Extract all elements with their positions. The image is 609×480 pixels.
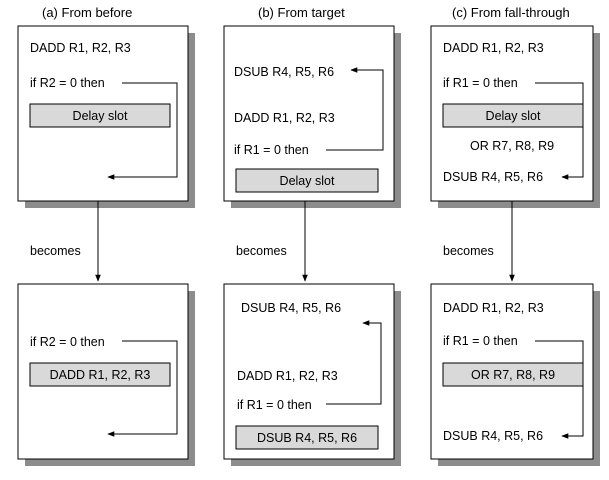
- a-bottom-line1: if R2 = 0 then: [30, 335, 105, 349]
- a-top-line1: DADD R1, R2, R3: [30, 41, 131, 55]
- header-b: (b) From target: [258, 5, 345, 20]
- b-top-delay-slot: [235, 168, 379, 193]
- header-a: (a) From before: [42, 5, 132, 20]
- c-bottom-line2: if R1 = 0 then: [443, 334, 518, 348]
- c-bottom-slot-label: OR R7, R8, R9: [471, 368, 555, 382]
- b-bottom-line1: DSUB R4, R5, R6: [241, 301, 341, 315]
- b-top-line1: DSUB R4, R5, R6: [234, 65, 334, 79]
- b-bottom-line3: if R1 = 0 then: [237, 398, 312, 412]
- panel-b-top: DSUB R4, R5, R6 DADD R1, R2, R3 if R1 = …: [223, 25, 401, 208]
- c-top-branch-arrow: [535, 82, 584, 180]
- a-becomes-label: becomes: [30, 244, 81, 258]
- a-bottom-branch-arrow: [107, 340, 178, 437]
- b-bottom-line2: DADD R1, R2, R3: [237, 369, 338, 383]
- c-top-line2: if R1 = 0 then: [443, 76, 518, 90]
- b-bottom-branch-arrow: [326, 320, 382, 405]
- c-top-line4: DSUB R4, R5, R6: [443, 170, 543, 184]
- b-top-branch-arrow: [326, 67, 384, 151]
- c-becomes-label: becomes: [443, 244, 494, 258]
- b-top-line3: if R1 = 0 then: [234, 143, 309, 157]
- c-top-line3: OR R7, R8, R9: [470, 139, 554, 153]
- a-top-delay-slot: [29, 103, 171, 128]
- a-top-branch-arrow: [107, 82, 178, 180]
- a-bottom-delay-slot: [29, 362, 171, 387]
- c-bottom-line3: DSUB R4, R5, R6: [443, 429, 543, 443]
- c-bottom-line1: DADD R1, R2, R3: [443, 301, 544, 315]
- c-bottom-branch-arrow: [535, 340, 584, 439]
- a-bottom-slot-label: DADD R1, R2, R3: [50, 368, 151, 382]
- b-bottom-delay-slot: [235, 425, 379, 450]
- a-top-line2: if R2 = 0 then: [30, 76, 105, 90]
- header-c: (c) From fall-through: [452, 5, 570, 20]
- panel-a-top: DADD R1, R2, R3 if R2 = 0 then Delay slo…: [17, 25, 195, 208]
- panel-c-top: DADD R1, R2, R3 if R1 = 0 then Delay slo…: [430, 25, 600, 208]
- b-top-line2: DADD R1, R2, R3: [234, 111, 335, 125]
- b-becomes-label: becomes: [236, 244, 287, 258]
- c-top-slot-label: Delay slot: [486, 109, 541, 123]
- a-top-slot-label: Delay slot: [73, 109, 128, 123]
- b-top-slot-label: Delay slot: [280, 174, 335, 188]
- b-bottom-slot-label: DSUB R4, R5, R6: [257, 431, 357, 445]
- c-top-line1: DADD R1, R2, R3: [443, 41, 544, 55]
- panel-a-bottom: if R2 = 0 then DADD R1, R2, R3: [17, 283, 195, 466]
- panel-b-bottom: DSUB R4, R5, R6 DADD R1, R2, R3 if R1 = …: [223, 283, 401, 466]
- panel-c-bottom: DADD R1, R2, R3 if R1 = 0 then OR R7, R8…: [430, 283, 600, 466]
